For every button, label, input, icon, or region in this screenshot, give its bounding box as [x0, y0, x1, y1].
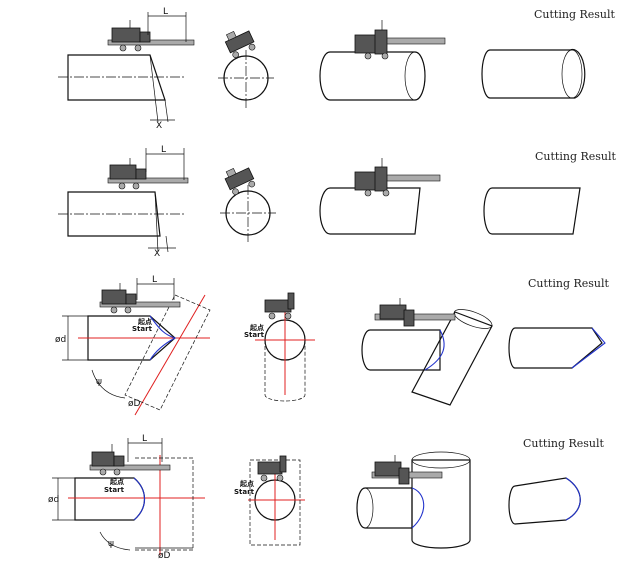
dim-l-label: L: [163, 7, 168, 17]
start-point-label: Start: [234, 488, 255, 496]
row3-iso-view: [361, 298, 493, 406]
dim-x-label: X: [156, 121, 162, 131]
start-point-label: Start: [132, 325, 153, 333]
dim-l-label: L: [161, 145, 166, 155]
cutting-result-label: Cutting Result: [528, 277, 610, 290]
row-4-tee-branch: ød ψ øD L 起点 Start 起点 Start: [48, 434, 605, 561]
row1-side-view: X L: [58, 7, 195, 131]
row-3-lateral-branch: ød ψ øD L 起点 Start 起点 Start: [55, 275, 610, 416]
row3-result: [508, 327, 606, 369]
start-point-label: Start: [244, 331, 265, 339]
dim-big-d: øD: [128, 399, 141, 409]
start-point-cn: 起点: [137, 317, 152, 326]
cutting-result-label: Cutting Result: [523, 437, 605, 450]
row2-iso-view: [319, 158, 441, 235]
row-2-bevel-cut: X L: [58, 145, 617, 259]
row1-result: [481, 48, 586, 99]
start-point-cn: 起点: [249, 323, 264, 332]
start-point-cn: 起点: [109, 477, 124, 486]
row2-result: [483, 187, 581, 235]
row4-result: [508, 477, 581, 525]
row-1-straight-bevel: X L: [58, 7, 616, 131]
row4-iso-view: [356, 451, 471, 549]
row2-end-view: [220, 167, 276, 242]
start-point-cn: 起点: [239, 479, 254, 488]
angle-psi: ψ: [96, 377, 102, 387]
dim-l-label: L: [152, 275, 157, 285]
dim-l-label: L: [142, 434, 147, 444]
dim-x-label: X: [154, 249, 160, 259]
row2-side-view: X L: [58, 145, 189, 259]
cutting-result-label: Cutting Result: [535, 150, 617, 163]
row4-side-view: ød ψ øD L 起点 Start: [48, 434, 205, 561]
angle-psi: ψ: [108, 539, 114, 549]
row3-end-view: 起点 Start: [244, 292, 315, 402]
row1-iso-view: [319, 20, 446, 101]
dim-small-d: ød: [48, 495, 59, 505]
row1-end-view: [218, 30, 274, 108]
start-point-label: Start: [104, 486, 125, 494]
cutting-result-label: Cutting Result: [534, 8, 616, 21]
dim-small-d: ød: [55, 335, 66, 345]
row4-end-view: 起点 Start: [234, 455, 305, 546]
dim-big-d: øD: [158, 551, 171, 561]
row3-side-view: ød ψ øD L 起点 Start: [55, 275, 211, 416]
